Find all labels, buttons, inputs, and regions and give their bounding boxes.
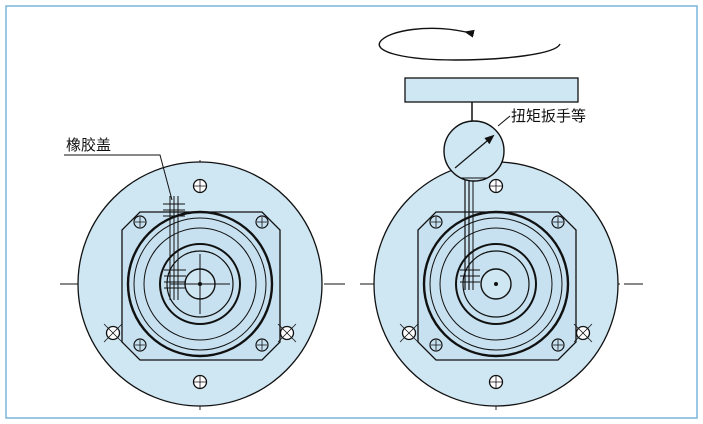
torque-wrench-label: 扭矩扳手等	[511, 107, 586, 125]
rubber-cover-part	[163, 196, 186, 300]
wrench-handle-bar	[404, 77, 579, 103]
left-brake-unit: 橡胶盖	[60, 136, 345, 410]
rubber-cover-leader	[64, 154, 173, 201]
right-brake-unit: 扭矩扳手等	[360, 27, 643, 410]
dial-gauge-icon	[443, 120, 505, 182]
right-plate-bolts	[429, 215, 565, 352]
torque-wrench-leader	[497, 115, 511, 127]
left-plate-bolts	[133, 215, 269, 352]
right-mounting-holes	[399, 178, 593, 390]
rubber-cover-label: 橡胶盖	[66, 136, 111, 154]
wrench-shaft	[460, 178, 480, 290]
left-mounting-holes	[103, 178, 297, 390]
curved-arrow-icon	[378, 27, 561, 61]
